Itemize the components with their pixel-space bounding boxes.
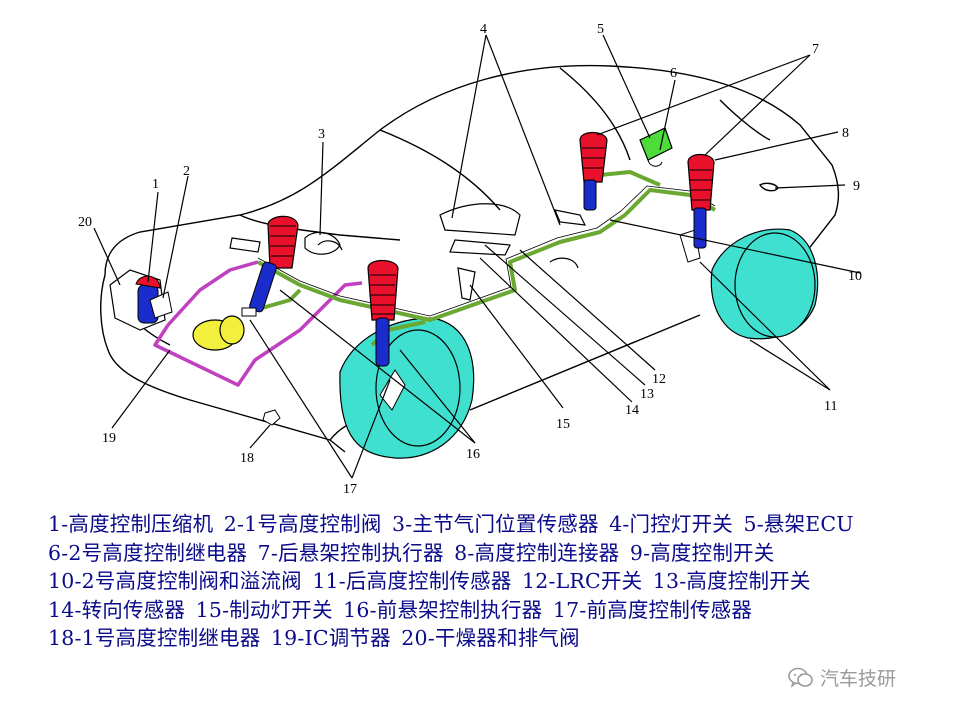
legend-item-9: 9-高度控制开关 <box>629 540 775 565</box>
callout-5: 5 <box>597 22 604 37</box>
rear-strut-left <box>579 131 608 211</box>
suspension-ecu <box>639 127 673 167</box>
height-control-compressor <box>109 269 173 331</box>
callout-8: 8 <box>842 126 849 141</box>
front-strut-right <box>367 259 399 367</box>
legend-item-20: 20-干燥器和排气阀 <box>401 626 580 650</box>
legend-item-3: 3-主节气门位置传感器 <box>392 512 599 536</box>
legend-item-1: 1-高度控制压缩机 <box>48 512 214 536</box>
parts-legend: 1-高度控制压缩机 2-1号高度控制阀 3-主节气门位置传感器 4-门控灯开关 … <box>48 510 928 653</box>
legend-item-17: 17-前高度控制传感器 <box>552 597 753 622</box>
legend-item-10: 10-2号高度控制阀和溢流阀 <box>48 569 302 593</box>
wechat-icon <box>788 667 813 688</box>
leader-lines <box>93 34 861 479</box>
ic-regulator <box>192 315 245 351</box>
callout-10: 10 <box>848 269 862 284</box>
legend-item-7: 7-后悬架控制执行器 <box>257 540 444 565</box>
callout-4: 4 <box>480 22 487 37</box>
callout-19: 19 <box>102 431 116 446</box>
air-line-outline <box>257 185 716 317</box>
callout-15: 15 <box>556 417 570 432</box>
callout-9: 9 <box>853 179 860 194</box>
callout-3: 3 <box>318 127 325 142</box>
legend-item-11: 11-后高度控制传感器 <box>312 569 512 593</box>
watermark-text: 汽车技研 <box>820 668 897 690</box>
legend-item-5: 5-悬架ECU <box>743 512 854 536</box>
legend-item-4: 4-门控灯开关 <box>609 512 733 536</box>
legend-item-8: 8-高度控制连接器 <box>454 540 620 565</box>
callout-1: 1 <box>152 177 159 192</box>
legend-item-13: 13-高度控制开关 <box>652 569 811 593</box>
legend-item-19: 19-IC调节器 <box>270 626 391 650</box>
callout-14: 14 <box>625 403 639 418</box>
watermark: 汽车技研 <box>788 664 896 691</box>
callout-16: 16 <box>466 447 480 462</box>
legend-item-12: 12-LRC开关 <box>521 569 643 593</box>
suspension-diagram: 1 2 3 4 5 6 7 8 9 10 11 12 13 14 15 16 1… <box>78 22 862 497</box>
callout-17: 17 <box>343 482 357 497</box>
legend-item-2: 2-1号高度控制阀 <box>223 512 382 536</box>
callout-12: 12 <box>652 372 666 387</box>
callout-13: 13 <box>640 387 654 402</box>
callout-20: 20 <box>78 215 92 230</box>
callout-7: 7 <box>812 42 819 57</box>
callout-6: 6 <box>670 66 677 81</box>
legend-item-18: 18-1号高度控制继电器 <box>48 626 261 650</box>
legend-item-15: 15-制动灯开关 <box>195 597 333 622</box>
legend-item-14: 14-转向传感器 <box>48 597 186 622</box>
relay-no1 <box>262 409 281 426</box>
callout-numbers: 1 2 3 4 5 6 7 8 9 10 11 12 13 14 15 16 1… <box>78 22 862 497</box>
front-wheel <box>339 317 475 459</box>
legend-item-6: 6-2号高度控制继电器 <box>48 540 248 565</box>
callout-11: 11 <box>824 399 837 414</box>
legend-item-16: 16-前悬架控制执行器 <box>343 597 543 622</box>
front-strut-left <box>241 215 299 317</box>
callout-2: 2 <box>183 164 190 179</box>
callout-18: 18 <box>240 451 254 466</box>
air-lines <box>254 170 717 347</box>
